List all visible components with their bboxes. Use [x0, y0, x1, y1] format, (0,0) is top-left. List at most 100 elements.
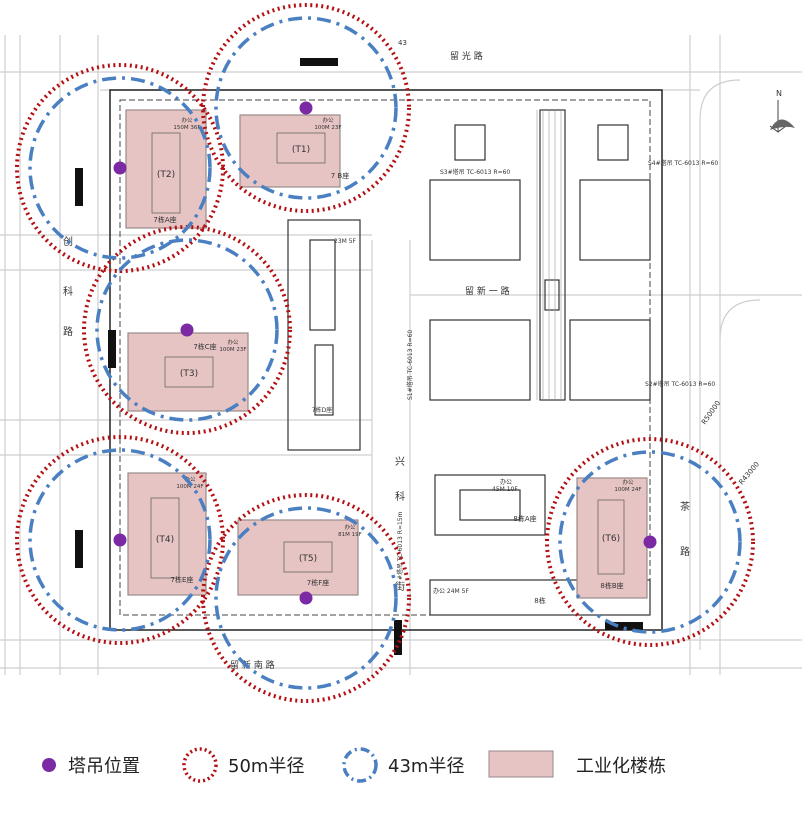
- building-core: [276, 132, 326, 164]
- road-mid-1: 兴: [395, 456, 405, 468]
- north-label: N: [776, 89, 782, 98]
- legend-r43-label: 43m半径: [388, 756, 465, 777]
- crane-position-dot: [113, 533, 127, 547]
- road-mid-2: 科: [395, 490, 405, 503]
- building-tag: 7栋E座: [171, 575, 194, 584]
- radius-50m-circle: [15, 63, 225, 273]
- legend: 塔吊位置 50m半径 43m半径 工业化楼栋: [0, 740, 802, 790]
- building-note-use: 办公: [181, 116, 193, 124]
- building-note-use: 办公: [227, 338, 239, 346]
- road-east-1: 茶: [680, 500, 690, 513]
- crane-markers: [113, 101, 657, 605]
- building-core: [597, 499, 625, 575]
- legend-industrial-label: 工业化楼栋: [576, 756, 666, 777]
- blue-dashdot-circle-icon: [342, 747, 378, 783]
- building-note-use: 办公: [622, 478, 634, 486]
- radius-50m-circle: [201, 493, 411, 703]
- label-8: 8栋: [534, 596, 545, 605]
- building-east-blocks: [429, 109, 651, 616]
- building-core: [283, 541, 333, 573]
- label-7d-note: 23M 5F: [334, 238, 357, 245]
- legend-r50: 50m半径: [180, 740, 304, 790]
- road-east-2: 路: [680, 545, 690, 558]
- radius-43m-circle: [95, 238, 279, 422]
- building-tag: 7栋C座: [193, 342, 216, 351]
- building-note-height: 100M 24F: [614, 487, 641, 493]
- crane-position-dot: [299, 591, 313, 605]
- crane-id-label: (T1): [292, 145, 310, 155]
- legend-crane: 塔吊位置: [38, 740, 140, 790]
- crane-position-dot: [180, 323, 194, 337]
- building-tag: 7 B座: [331, 171, 349, 180]
- building-note-height: 100M 23F: [219, 347, 246, 353]
- legend-r50-label: 50m半径: [228, 756, 305, 777]
- crane-id-label: (T2): [157, 170, 175, 180]
- radius-43m-circle: [214, 506, 398, 690]
- building-7d: [287, 219, 361, 451]
- building-tag: 7栋A座: [153, 215, 176, 224]
- structure-hatching: [536, 110, 562, 400]
- legend-industrial: 工业化楼栋: [488, 740, 666, 790]
- legend-crane-label: 塔吊位置: [68, 756, 140, 777]
- road-inner: 留 新 一 路: [465, 285, 510, 297]
- road-mid-3: 街: [395, 580, 405, 593]
- crane-position-dot: [113, 161, 127, 175]
- building-note-use: 办公: [322, 116, 334, 124]
- building-fill: [125, 109, 207, 229]
- label-s1: S1#塔吊 TC-6013 R=60: [406, 330, 414, 400]
- north-arrow-icon: [769, 100, 795, 133]
- label-s5: #塔吊 TC-6013 R=15m: [396, 511, 404, 580]
- crane-dot-icon: [42, 758, 56, 772]
- building-fill: [239, 114, 341, 188]
- label-8a-note1: 办公: [500, 478, 512, 486]
- radius-43m-circle: [28, 76, 212, 260]
- building-note-height: 150M 36F: [173, 125, 200, 131]
- building-core: [164, 356, 214, 388]
- label-s3: S3#塔吊 TC-6013 R=60: [440, 168, 510, 176]
- building-tag: 7栋F座: [307, 578, 329, 587]
- red-dotted-circle-icon: [182, 747, 218, 783]
- radius-43m-circle: [28, 448, 212, 632]
- building-note-use: 办公: [184, 475, 196, 483]
- building-note-height: 100M 23F: [314, 125, 341, 131]
- radius-43m-circle: [558, 450, 742, 634]
- building-note-height: 100M 24F: [176, 484, 203, 490]
- road-south: 留 新 南 路: [230, 659, 275, 671]
- crane-id-label: (T4): [156, 535, 174, 545]
- label-s4: S4#塔吊 TC-6013 R=60: [648, 159, 718, 167]
- label-8a: 8栋A座: [513, 514, 536, 523]
- crane-position-dot: [299, 101, 313, 115]
- building-fill: [576, 477, 648, 599]
- building-note-height: 81M 19F: [338, 532, 362, 538]
- label-7d: 7栋D座: [312, 406, 332, 414]
- label-8-note: 办公 24M 5F: [433, 587, 469, 595]
- radius-50m-circle: [201, 3, 411, 213]
- label-8a-note2: 45M 10F: [492, 486, 518, 493]
- building-fill: [127, 472, 207, 596]
- crane-id-label: (T6): [602, 534, 620, 544]
- pink-swatch-icon: [488, 750, 554, 778]
- radius-43m-circle: [214, 16, 398, 200]
- building-tag: 8栋B座: [600, 581, 623, 590]
- legend-r43: 43m半径: [340, 740, 464, 790]
- building-fill: [237, 519, 359, 596]
- road-west-2: 科: [63, 285, 73, 298]
- road-north: 留 光 路: [450, 50, 483, 62]
- building-fill: [127, 332, 249, 412]
- dim-top: 43: [398, 39, 407, 47]
- crane-id-label: (T3): [180, 369, 198, 379]
- crane-position-dot: [643, 535, 657, 549]
- building-note-use: 办公: [344, 523, 356, 531]
- radius-50m-circle: [545, 437, 755, 647]
- crane-id-label: (T5): [299, 554, 317, 564]
- label-s2: S2#塔吊 TC-6013 R=60: [645, 380, 715, 388]
- gate-markers: [75, 58, 643, 655]
